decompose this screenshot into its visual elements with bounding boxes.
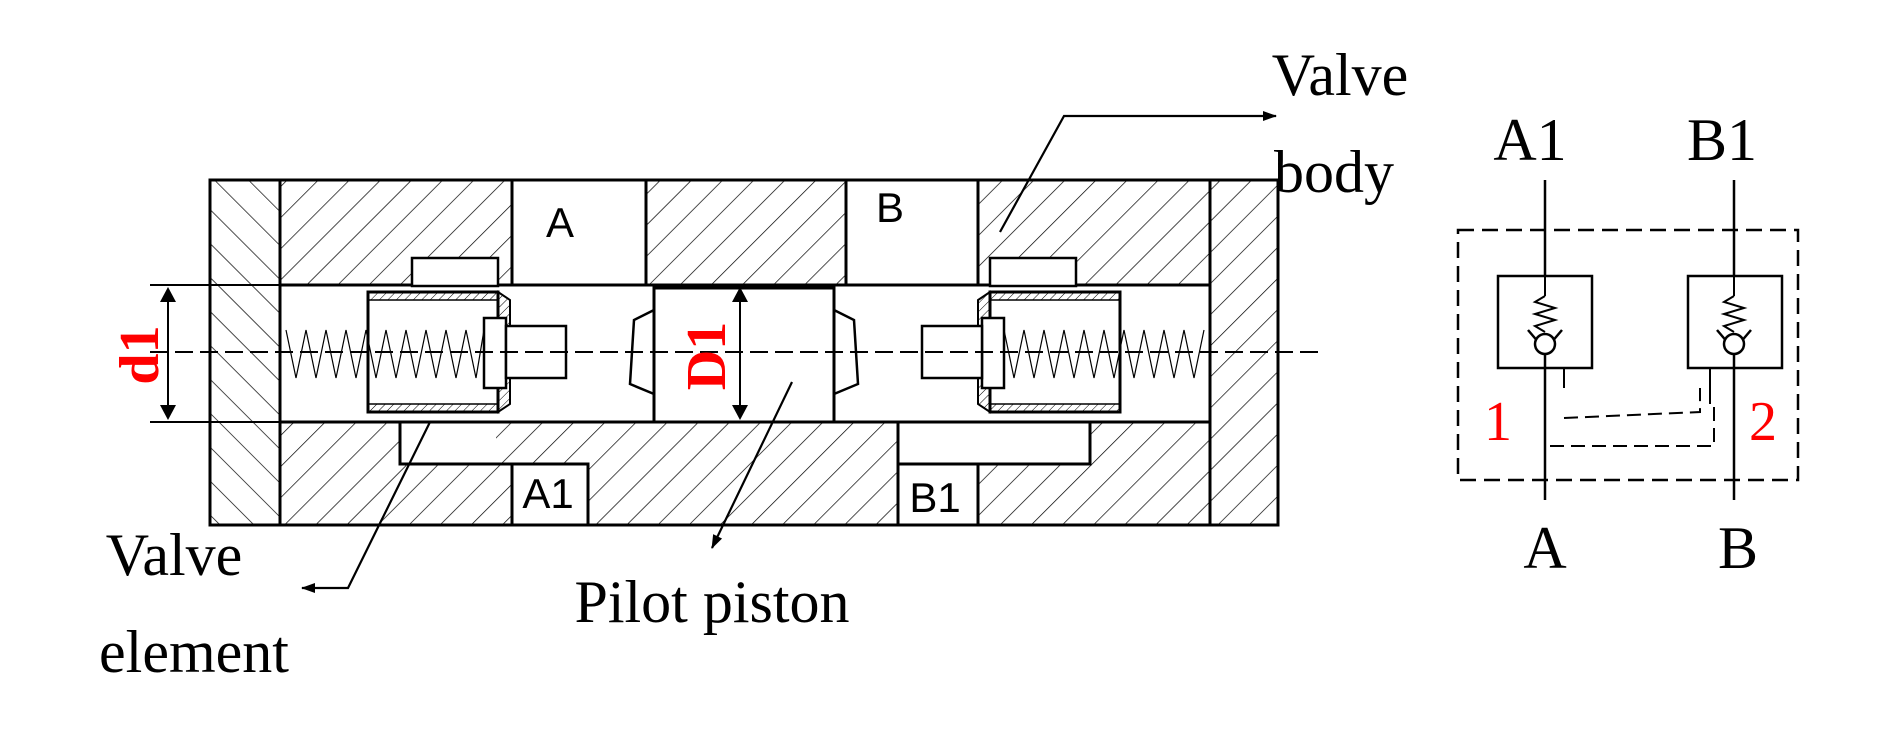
valve-number-2: 2 xyxy=(1749,391,1777,453)
port-label-b: B xyxy=(876,184,904,231)
schematic-label-a1: A1 xyxy=(1493,107,1566,173)
spring-right xyxy=(1003,329,1205,379)
callout-valve-element-line1: Valve xyxy=(106,522,243,588)
pilot-piston xyxy=(628,286,860,424)
valve-seat-left xyxy=(410,256,500,288)
valve-element-leader xyxy=(301,421,431,593)
callout-valve-element-line2: element xyxy=(99,619,289,685)
spring-left xyxy=(285,329,485,379)
port-label-a1: A1 xyxy=(522,470,573,517)
port-label-a: A xyxy=(546,199,574,246)
schematic-label-b1: B1 xyxy=(1687,107,1757,173)
schematic-label-a: A xyxy=(1523,515,1566,581)
callout-pilot-piston: Pilot piston xyxy=(574,569,849,635)
pilot-piston-leader xyxy=(711,381,793,549)
valve-number-1: 1 xyxy=(1484,391,1512,453)
callout-valve-body-line2: body xyxy=(1274,139,1394,205)
port-label-b1: B1 xyxy=(909,474,960,521)
callout-valve-body-line1: Valve xyxy=(1272,42,1409,108)
dimension-d1 xyxy=(150,284,280,423)
label-D1: D1 xyxy=(676,322,738,390)
valve-seat-right xyxy=(988,256,1078,288)
label-d1: d1 xyxy=(109,325,171,384)
hydraulic-schematic xyxy=(1456,180,1800,500)
schematic-label-b: B xyxy=(1718,515,1758,581)
valve-body-leader xyxy=(999,111,1277,233)
valve-body xyxy=(208,178,1280,527)
dimension-D1 xyxy=(732,287,748,420)
